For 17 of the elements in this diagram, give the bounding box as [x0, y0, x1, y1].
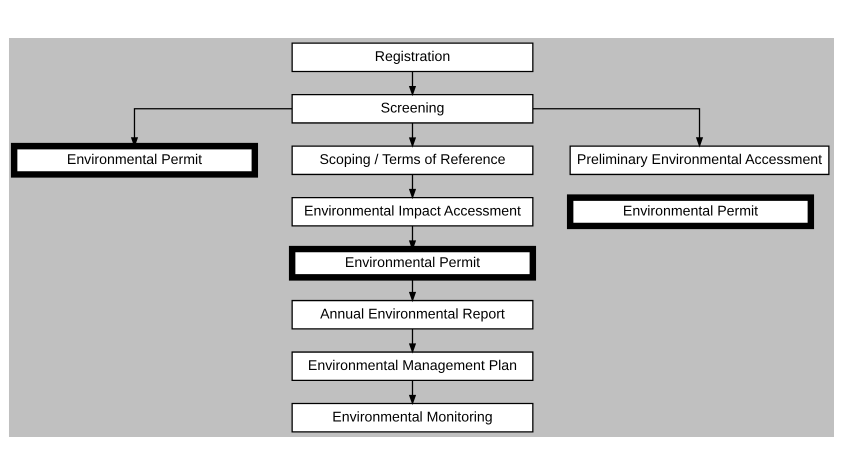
arrow [408, 328, 416, 354]
arrow [408, 71, 416, 96]
node-box: Registration [292, 42, 534, 72]
arrow [532, 108, 704, 148]
node-box: Screening [292, 93, 534, 124]
node-box: Scoping / Terms of Reference [292, 144, 534, 175]
node-box: Annual Environmental Report [292, 299, 534, 330]
node-box: Environmental Impact Accessment [292, 196, 534, 226]
node-box: Preliminary Environmental Accessment [570, 144, 830, 175]
node-box: Environmental Permit [566, 194, 814, 229]
node-box: Environmental Permit [10, 142, 258, 178]
node-box: Environmental Monitoring [292, 402, 534, 432]
node-box: Environmental Management Plan [292, 350, 534, 381]
arrow [408, 122, 416, 148]
node-box: Environmental Permit [288, 245, 536, 280]
arrow [408, 380, 416, 405]
arrow [408, 174, 416, 199]
